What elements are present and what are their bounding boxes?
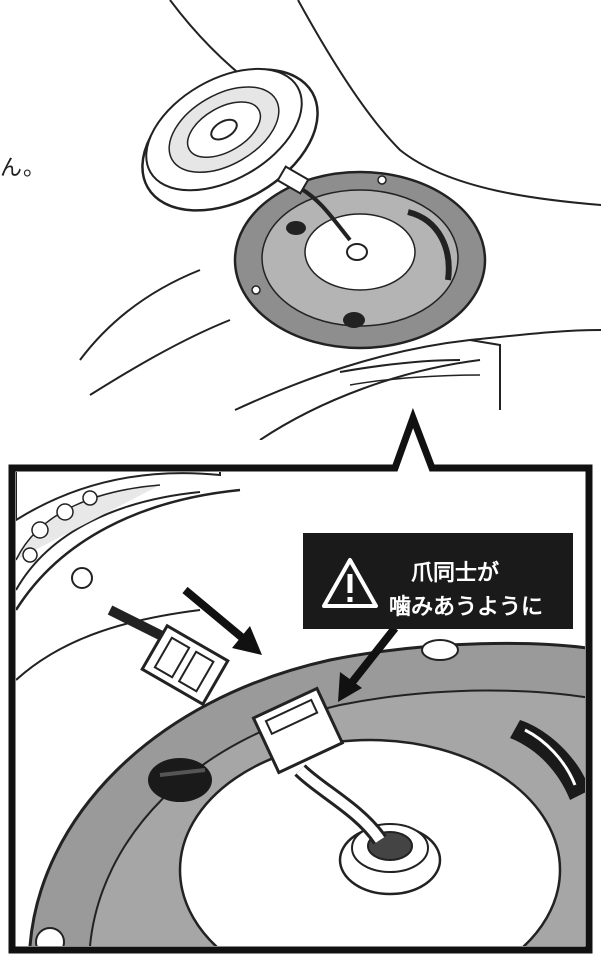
arrow-left-icon: [182, 586, 262, 655]
blade-outline-left: [79, 269, 201, 361]
connector-cover-side: [140, 623, 230, 707]
blade-outline-left2: [89, 319, 231, 396]
caption-fragment: ん。: [0, 156, 47, 181]
motor-housing: [16, 472, 221, 522]
warning-callout: 爪同士が 噛みあうように: [303, 533, 573, 629]
callout-text-line2: 噛みあうように: [389, 595, 544, 620]
warning-triangle-icon: [322, 558, 378, 608]
callout-text-line1: 爪同士が: [411, 561, 500, 586]
mount-hole-left: [148, 758, 212, 802]
blade-outline-bottom: [234, 329, 601, 411]
blade-outline-right-top: [297, 0, 601, 206]
overview-illustration: [79, 0, 601, 440]
connector-plate-side: [251, 686, 345, 775]
arrow-callout-icon: [338, 625, 399, 702]
mounting-plate: [233, 170, 487, 350]
motor-cover: [141, 67, 319, 212]
slot-right: [510, 720, 585, 800]
blade-outline-bottom2: [259, 359, 481, 440]
center-nut: [338, 823, 442, 896]
